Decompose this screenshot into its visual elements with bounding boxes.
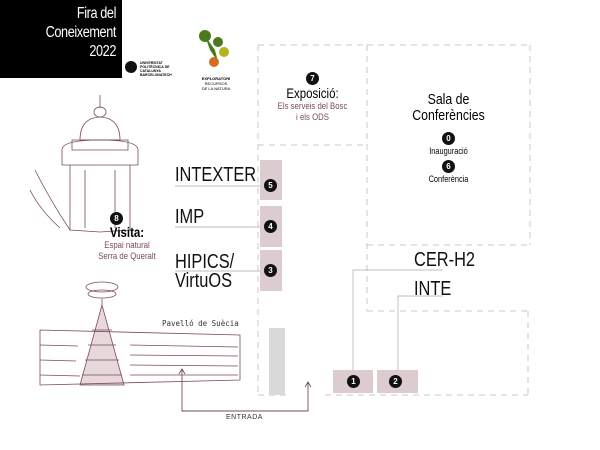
stand-4[interactable]: 4 <box>260 206 282 247</box>
stand-label-intexter: INTEXTER <box>175 164 257 186</box>
room-title: Exposició: <box>286 85 339 101</box>
event-title: Fira del Coneixement 2022 <box>0 0 122 78</box>
stand-3[interactable]: 3 <box>260 250 282 291</box>
number-badge: 3 <box>264 264 277 277</box>
exploratori-sub1: RECURSOS <box>204 81 228 86</box>
number-badge: 7 <box>306 72 319 85</box>
visita-sub-1: Espai natural <box>104 240 150 251</box>
number-badge: 4 <box>264 220 277 233</box>
entrada-arrow <box>178 368 312 412</box>
event-label: Conferència <box>428 174 469 184</box>
event-label: Inauguració <box>429 146 468 156</box>
room-subtitle-2: i els ODS <box>296 112 329 123</box>
title-line-3: 2022 <box>89 43 116 60</box>
stand-label-imp: IMP <box>175 206 205 228</box>
leader-lines <box>175 185 443 372</box>
room-title-2: Conferències <box>412 107 485 124</box>
stand-2[interactable]: 2 <box>377 370 418 393</box>
stand-label-virtuos: VirtuOS <box>175 270 233 292</box>
pavello-label: Pavelló de Suècia <box>162 319 239 328</box>
title-line-1: Fira del <box>76 5 117 22</box>
visita-sub-2: Serra de Queralt <box>98 251 156 262</box>
number-badge: 2 <box>389 375 402 388</box>
church-sketch <box>29 95 139 233</box>
corridor-block <box>269 328 285 395</box>
room-title-1: Sala de <box>427 91 470 108</box>
number-badge: 1 <box>347 375 360 388</box>
exploratori-name: EXPLORATORI <box>201 76 231 81</box>
stand-5[interactable]: 5 <box>260 160 282 200</box>
stand-1[interactable]: 1 <box>333 370 373 393</box>
room-outlines <box>257 44 531 396</box>
exploratori-logo-icon <box>199 30 229 67</box>
number-badge: 0 <box>442 132 455 145</box>
number-badge: 6 <box>442 160 455 173</box>
pavilion-sketch <box>39 281 241 386</box>
visita-info[interactable]: 8 Visita: Espai natural Serra de Queralt <box>90 212 164 262</box>
number-badge: 5 <box>264 179 277 192</box>
upc-logo-icon <box>125 61 137 73</box>
room-sala-conferencies[interactable]: Sala de Conferències 0 Inauguració 6 Con… <box>367 91 530 185</box>
room-subtitle-1: Els serveis del Bosc <box>277 101 348 112</box>
upc-logo-text: UNIVERSITAT POLITÈCNICA DE CATALUNYA BAR… <box>140 61 172 77</box>
number-badge: 8 <box>110 212 123 225</box>
title-line-2: Coneixement <box>45 24 117 41</box>
room-exposicio[interactable]: 7 Exposició: Els serveis del Bosc i els … <box>258 72 367 123</box>
exploratori-sub2: DE LA NATURA <box>201 86 231 91</box>
stand-label-inte: INTE <box>414 278 452 300</box>
stand-label-hipics: HIPICS/ <box>175 251 235 273</box>
stand-label-cer-h2: CER-H2 <box>414 249 476 271</box>
entrada-label: ENTRADA <box>226 414 263 421</box>
visita-title: Visita: <box>109 224 145 240</box>
